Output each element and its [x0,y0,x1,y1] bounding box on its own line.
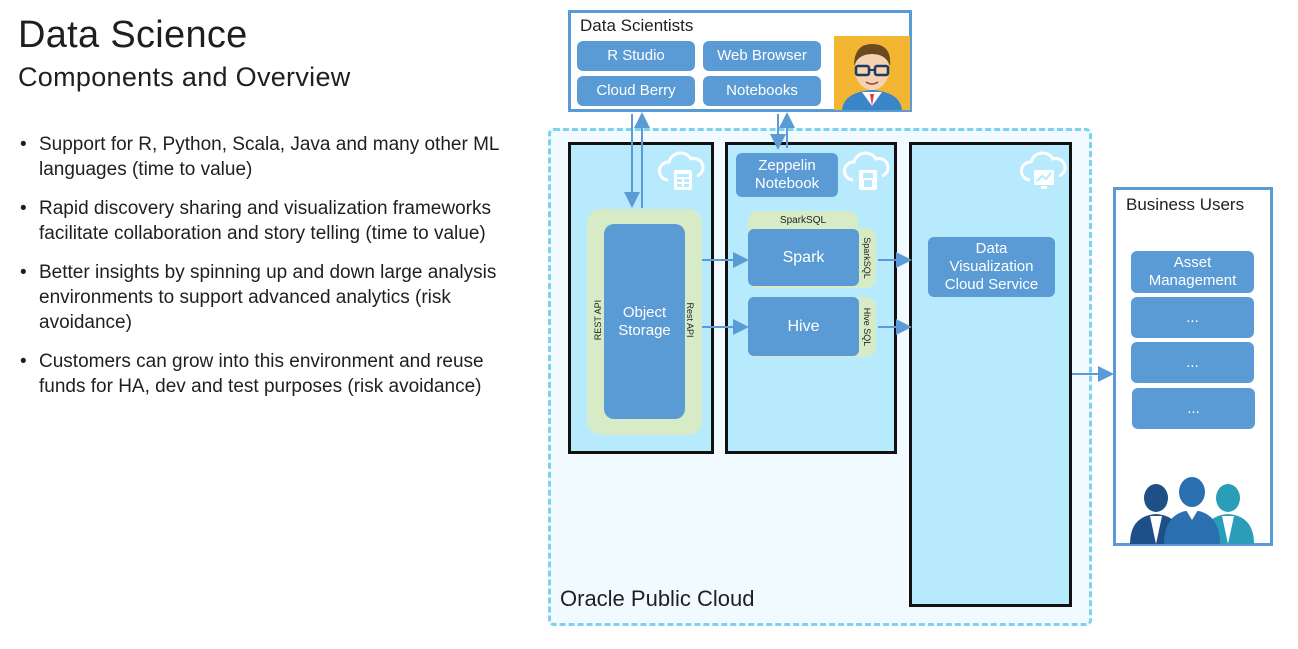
notebooks-button[interactable]: Notebooks [703,76,821,106]
bullet-item: Better insights by spinning up and down … [18,260,528,335]
bullet-item: Rapid discovery sharing and visualizatio… [18,196,528,246]
bullet-item: Support for R, Python, Scala, Java and m… [18,132,528,182]
sparksql-side-label: SparkSQL [862,237,872,279]
oracle-cloud-label: Oracle Public Cloud [560,586,755,611]
cloud-analytics-icon [1020,151,1067,189]
bullet-list: Support for R, Python, Scala, Java and m… [18,132,528,413]
spark-box[interactable]: Spark [748,229,859,286]
web-browser-button[interactable]: Web Browser [703,41,821,71]
sparksql-top-label: SparkSQL [779,215,827,226]
business-user-item[interactable]: ... [1132,388,1255,429]
cloud-storage-icon [843,151,890,190]
asset-management-button[interactable]: Asset Management [1131,251,1254,293]
rest-api-label-right: Rest API [685,302,695,338]
bullet-item: Customers can grow into this environment… [18,349,528,399]
visualization-column [909,142,1072,607]
hive-sql-label: Hive SQL [862,307,872,347]
business-user-item[interactable]: ... [1131,297,1254,338]
page-title: Data Science [18,14,248,56]
object-storage-box[interactable]: Object Storage [604,224,685,419]
page-subtitle: Components and Overview [18,62,351,92]
data-visualization-box[interactable]: Data Visualization Cloud Service [928,237,1055,297]
rest-api-label-left: REST API [593,299,603,341]
r-studio-button[interactable]: R Studio [577,41,695,71]
business-users-icon [1130,477,1254,544]
data-scientists-title: Data Scientists [580,16,694,35]
zeppelin-notebook-box[interactable]: Zeppelin Notebook [736,153,838,197]
cloud-database-icon [658,151,705,190]
business-user-item[interactable]: ... [1131,342,1254,383]
hive-box[interactable]: Hive [748,297,859,356]
cloud-berry-button[interactable]: Cloud Berry [577,76,695,106]
data-scientist-avatar [834,36,910,110]
business-users-title: Business Users [1126,195,1245,214]
